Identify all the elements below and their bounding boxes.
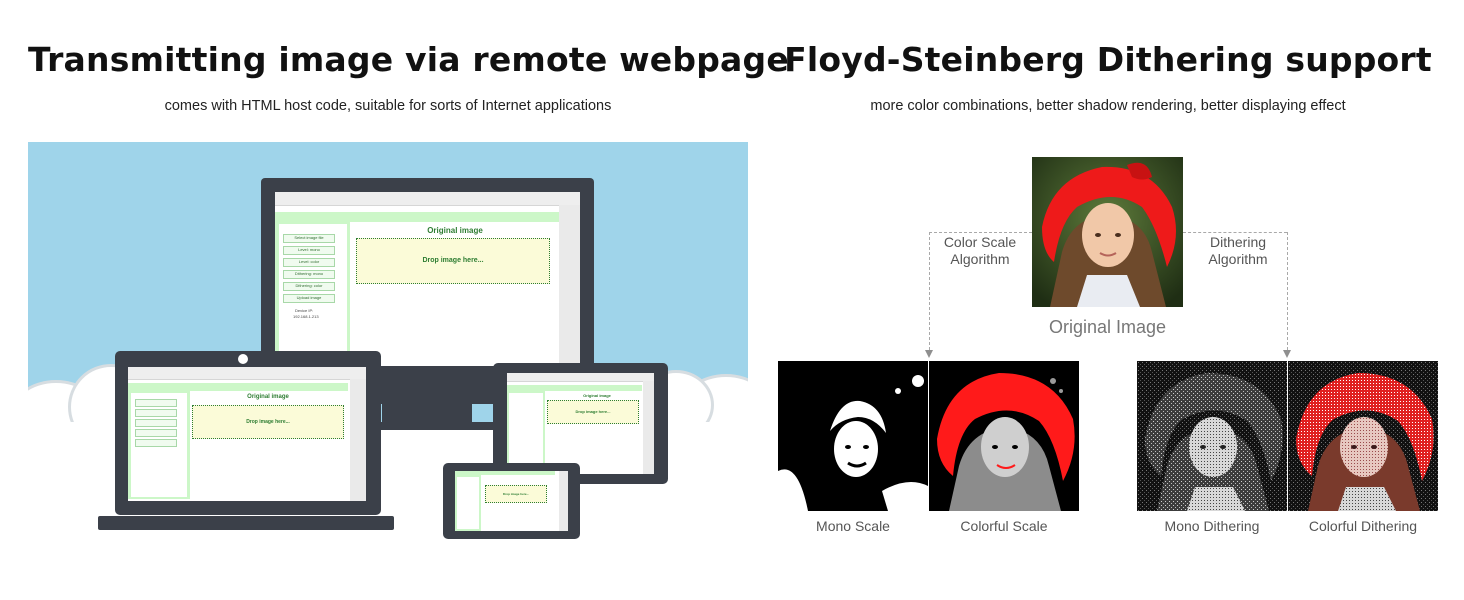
right-arrow-icon — [1283, 350, 1291, 358]
remote-webpage-illustration: Select image file Level: mono Level: col… — [28, 142, 748, 542]
level-color-button[interactable]: Level: color — [283, 258, 335, 267]
phone-drop-zone[interactable]: Drop image here... — [485, 485, 547, 503]
left-arrow-icon — [925, 350, 933, 358]
color-scale-label-line2: Algorithm — [950, 251, 1010, 267]
mono-scale-caption: Mono Scale — [816, 518, 890, 534]
tablet-scrollbar[interactable] — [643, 381, 654, 474]
left-connector-vertical — [929, 232, 930, 350]
color-scale-algorithm-label: Color Scale Algorithm — [940, 234, 1020, 268]
monitor-stand-base — [346, 422, 506, 430]
laptop-screen: Original image Drop image here... — [128, 367, 366, 501]
desktop-monitor: Select image file Level: mono Level: col… — [261, 178, 594, 404]
laptop-base — [98, 516, 394, 530]
original-image-caption: Original Image — [1048, 317, 1167, 337]
laptop: Original image Drop image here... — [115, 351, 381, 515]
tablet-page-band — [507, 385, 642, 391]
right-section-title: Floyd-Steinberg Dithering support — [784, 40, 1432, 79]
colorful-dithering-render — [1288, 361, 1438, 511]
laptop-btn-1[interactable] — [135, 399, 177, 407]
mono-dithering-caption: Mono Dithering — [1164, 518, 1260, 534]
original-photo — [1032, 157, 1183, 307]
tablet-original-heading: Original image — [583, 393, 611, 398]
laptop-btn-4[interactable] — [135, 429, 177, 437]
dithering-mono-button[interactable]: Dithering: mono — [283, 270, 335, 279]
colorful-scale-image — [929, 361, 1079, 511]
mono-dithering-image — [1137, 361, 1287, 511]
left-connector-horizontal — [929, 232, 1032, 233]
upload-image-button[interactable]: Upload image — [283, 294, 335, 303]
dithering-algorithm-label: Dithering Algorithm — [1198, 234, 1278, 268]
mono-scale-image — [778, 361, 928, 511]
mono-scale-render — [778, 361, 928, 511]
dithering-label-line2: Algorithm — [1208, 251, 1268, 267]
mono-dithering-render — [1137, 361, 1287, 511]
left-section-title: Transmitting image via remote webpage — [28, 40, 789, 79]
laptop-original-heading: Original image — [247, 394, 289, 400]
dithering-color-button[interactable]: Dithering: color — [283, 282, 335, 291]
tablet-screen: Original image Drop image here... — [507, 373, 654, 474]
dithering-label-line1: Dithering — [1209, 234, 1267, 250]
phone-sidebar — [457, 477, 479, 529]
girl-red-hood-photo — [1032, 157, 1183, 307]
colorful-scale-caption: Colorful Scale — [960, 518, 1048, 534]
laptop-scrollbar[interactable] — [350, 379, 366, 501]
page-header-band — [275, 212, 563, 222]
level-mono-button[interactable]: Level: mono — [283, 246, 335, 255]
original-image-heading: Original image — [427, 226, 483, 235]
laptop-btn-5[interactable] — [135, 439, 177, 447]
phone-page-band — [455, 471, 555, 475]
colorful-dithering-image — [1288, 361, 1438, 511]
colorful-dithering-caption: Colorful Dithering — [1308, 518, 1418, 534]
page-sidebar — [279, 224, 347, 360]
right-connector-horizontal — [1183, 232, 1287, 233]
scrollbar[interactable] — [559, 205, 580, 366]
monitor-screen: Select image file Level: mono Level: col… — [275, 192, 580, 366]
browser-toolbar — [275, 192, 580, 206]
colorful-scale-render — [929, 361, 1079, 511]
laptop-camera — [238, 354, 248, 364]
color-scale-label-line1: Color Scale — [943, 234, 1017, 250]
select-image-button[interactable]: Select image file — [283, 234, 335, 243]
phone-screen: Drop image here... — [455, 471, 568, 531]
left-section-subtitle: comes with HTML host code, suitable for … — [164, 98, 612, 114]
right-section-subtitle: more color combinations, better shadow r… — [870, 98, 1346, 114]
tablet-sidebar — [509, 393, 543, 471]
laptop-btn-3[interactable] — [135, 419, 177, 427]
device-ip-value: 192.168.1.213 — [293, 314, 319, 319]
drop-zone[interactable]: Drop image here... — [356, 238, 550, 284]
tablet: Original image Drop image here... — [493, 363, 668, 484]
laptop-page-band — [128, 383, 348, 391]
laptop-btn-2[interactable] — [135, 409, 177, 417]
laptop-drop-zone[interactable]: Drop image here... — [192, 405, 344, 439]
phone-scrollbar[interactable] — [559, 471, 568, 531]
right-connector-vertical — [1287, 232, 1288, 350]
device-ip-label: Device IP: — [295, 308, 314, 313]
tablet-drop-zone[interactable]: Drop image here... — [547, 400, 639, 424]
phone: Drop image here... — [443, 463, 580, 539]
laptop-browser-toolbar — [128, 367, 366, 380]
tablet-browser-toolbar — [507, 373, 654, 382]
